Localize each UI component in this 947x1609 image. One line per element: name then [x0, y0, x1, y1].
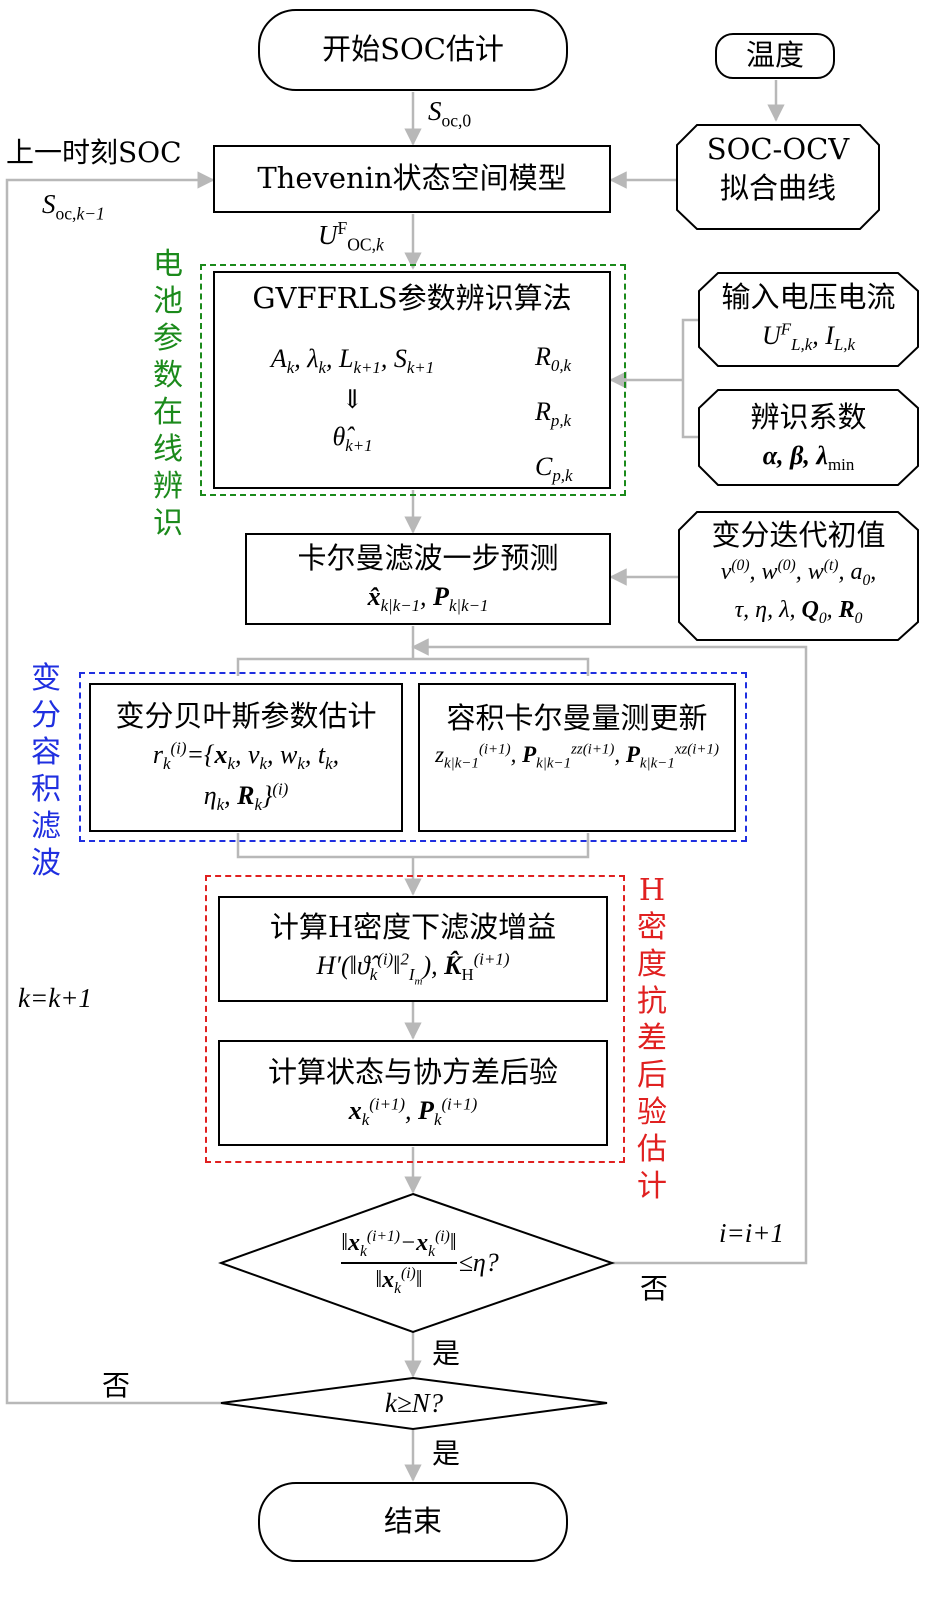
param-ident-label: 电池参数在线辨识 — [153, 247, 183, 541]
convergence-fraction-bar — [341, 1262, 457, 1264]
h-density-label: H密度抗差后验估计 — [637, 873, 667, 1204]
start-label: 开始SOC估计 — [322, 32, 504, 67]
convergence-denominator: ‖xk(i)‖ — [375, 1265, 423, 1297]
thevenin-node: Thevenin状态空间模型 — [213, 145, 611, 213]
input-vi-text: 输入电压电流 UFL,k, IL,k — [699, 278, 918, 358]
k-check-text: k≥N? — [221, 1385, 607, 1421]
vb-init-line2: τ, η, λ, Q0, R0 — [734, 596, 863, 627]
ident-coef-octagon — [698, 389, 919, 486]
output-cp: Cp,k — [535, 452, 573, 486]
h-gain-title: 计算H密度下滤波增益 — [269, 909, 557, 944]
gvffrls-implies: ⇓ — [341, 384, 364, 414]
convergence-numerator: ‖xk(i+1)−xk(i)‖ — [341, 1227, 457, 1260]
posterior-title: 计算状态与协方差后验 — [267, 1055, 558, 1090]
vb-param-line1: rk(i)={xk, vk, wk, tk, — [152, 738, 340, 774]
vb-param-line2: ηk, Rk}(i) — [203, 779, 289, 815]
gvffrls-matrix: Ak, λk, Lk+1, Sk+1 ⇓ θ̂k+1 — [237, 340, 468, 459]
vb-param-title: 变分贝叶斯参数估计 — [115, 699, 377, 734]
ckf-update-math: zk|k−1(i+1), Pk|k−1zz(i+1), Pk|k−1xz(i+1… — [435, 741, 719, 772]
gvffrls-node: GVFFRLS参数辨识算法 — [213, 271, 611, 489]
ckf-update-node: 容积卡尔曼量测更新 zk|k−1(i+1), Pk|k−1zz(i+1), Pk… — [418, 683, 736, 832]
ident-coef-math: α, β, λmin — [762, 441, 855, 475]
arrow-loop-i — [411, 638, 808, 1265]
kalman-predict-math: x̂k|k−1, Pk|k−1 — [367, 582, 489, 616]
gvffrls-title: GVFFRLS参数辨识算法 — [252, 281, 572, 315]
kalman-predict-title: 卡尔曼滤波一步预测 — [297, 541, 559, 576]
ident-coef-title: 辨识系数 — [750, 400, 867, 434]
gvffrls-vector-a: A — [270, 344, 287, 373]
vb-init-text: 变分迭代初值 v(0), w(0), w(t), a0, τ, η, λ, Q0… — [679, 516, 918, 630]
param-ident-frame — [200, 264, 626, 496]
label-soc0: Soc,0 — [428, 96, 472, 131]
ckf-update-title: 容积卡尔曼量测更新 — [446, 701, 708, 735]
convergence-condition: ≤η? — [458, 1248, 499, 1278]
temperature-node: 温度 — [715, 33, 835, 79]
vb-init-octagon — [678, 511, 919, 641]
k-check-label: k≥N? — [384, 1388, 444, 1418]
soc-ocv-line2: 拟合曲线 — [719, 171, 836, 206]
label-yes-1: 是 — [432, 1337, 461, 1370]
vb-init-title: 变分迭代初值 — [711, 518, 886, 552]
input-vi-math: UFL,k, IL,k — [761, 319, 856, 355]
label-prev-soc: 上一时刻SOC — [6, 136, 182, 169]
label-no-left: 否 — [102, 1369, 131, 1402]
end-label: 结束 — [383, 1504, 442, 1539]
soc-ocv-octagon — [676, 124, 880, 230]
label-no-right: 否 — [640, 1272, 669, 1305]
thevenin-label: Thevenin状态空间模型 — [257, 161, 567, 196]
start-node: 开始SOC估计 — [258, 9, 568, 91]
k-check-diamond — [220, 1376, 608, 1431]
temperature-label: 温度 — [745, 38, 804, 73]
arrow-inputs-to-outputs — [681, 318, 700, 439]
vb-param-node: 变分贝叶斯参数估计 rk(i)={xk, vk, wk, tk, ηk, Rk}… — [89, 683, 403, 832]
soc-ocv-text: SOC-OCV 拟合曲线 — [677, 130, 879, 208]
vcf-label: 变分容积滤波 — [31, 661, 61, 881]
posterior-math: xk(i+1), Pk(i+1) — [348, 1094, 478, 1130]
wire-split — [236, 657, 590, 676]
label-u-ocv: UFOC,k — [318, 218, 384, 255]
label-i-inc: i=i+1 — [719, 1218, 784, 1248]
convergence-text: ‖xk(i+1)−xk(i)‖ ‖xk(i)‖ ≤η? — [300, 1208, 540, 1318]
vcf-frame — [79, 672, 747, 842]
posterior-node: 计算状态与协方差后验 xk(i+1), Pk(i+1) — [218, 1040, 608, 1146]
arrow-loop-k — [5, 171, 221, 1405]
h-gain-math: H′(‖ϑ̂k(i)‖2Im), K̂H(i+1) — [316, 949, 510, 988]
h-density-frame — [205, 875, 625, 1163]
label-yes-2: 是 — [432, 1437, 461, 1470]
vb-init-line1: v(0), w(0), w(t), a0, — [720, 557, 877, 589]
soc-ocv-line1: SOC-OCV — [706, 132, 850, 166]
gvffrls-outputs: R0,k Rp,k Cp,k — [535, 334, 605, 500]
end-node: 结束 — [258, 1482, 568, 1562]
input-vi-title: 输入电压电流 — [721, 280, 896, 314]
label-soc-k-1: Soc,k−1 — [42, 189, 105, 224]
output-r0: R0,k — [535, 342, 572, 376]
ident-coef-text: 辨识系数 α, β, λmin — [699, 398, 918, 478]
gvffrls-theta: θ̂k+1 — [332, 422, 373, 456]
label-k-inc: k=k+1 — [18, 983, 92, 1013]
input-vi-octagon — [698, 272, 919, 367]
kalman-predict-node: 卡尔曼滤波一步预测 x̂k|k−1, Pk|k−1 — [245, 533, 611, 625]
output-rp: Rp,k — [535, 397, 572, 431]
gvffrls-vector: Ak, λk, Lk+1, Sk+1 — [270, 344, 435, 378]
convergence-fraction: ‖xk(i+1)−xk(i)‖ ‖xk(i)‖ — [341, 1227, 457, 1299]
h-gain-node: 计算H密度下滤波增益 H′(‖ϑ̂k(i)‖2Im), K̂H(i+1) — [218, 896, 608, 1002]
